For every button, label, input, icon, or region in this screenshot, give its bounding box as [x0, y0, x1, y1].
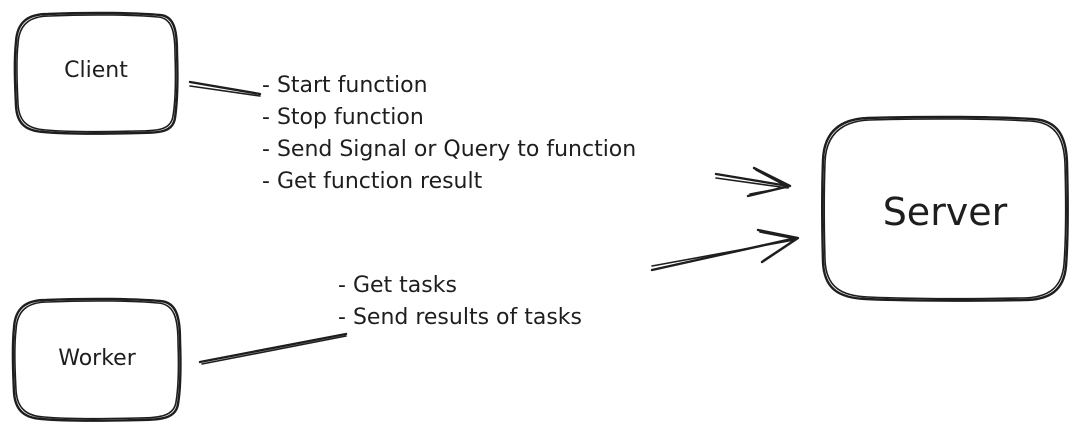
- client-server-notes: Start function Stop function Send Signal…: [262, 70, 636, 198]
- client-box[interactable]: [13, 11, 179, 135]
- worker-label: Worker: [58, 346, 136, 371]
- worker-connector-line: [198, 332, 348, 365]
- worker-server-notes: Get tasks Send results of tasks: [338, 270, 582, 334]
- server-box[interactable]: [821, 115, 1069, 302]
- note-item: Send Signal or Query to function: [262, 134, 636, 166]
- worker-box[interactable]: [11, 297, 182, 422]
- note-item: Get function result: [262, 166, 636, 198]
- worker-server-arrow: [650, 228, 800, 272]
- note-item: Get tasks: [338, 270, 582, 302]
- note-item: Start function: [262, 70, 636, 102]
- client-label: Client: [64, 58, 128, 83]
- note-item: Stop function: [262, 102, 636, 134]
- server-label: Server: [882, 190, 1008, 234]
- client-connector-line: [188, 80, 262, 97]
- note-item: Send results of tasks: [338, 302, 582, 334]
- client-server-arrow: [714, 166, 792, 198]
